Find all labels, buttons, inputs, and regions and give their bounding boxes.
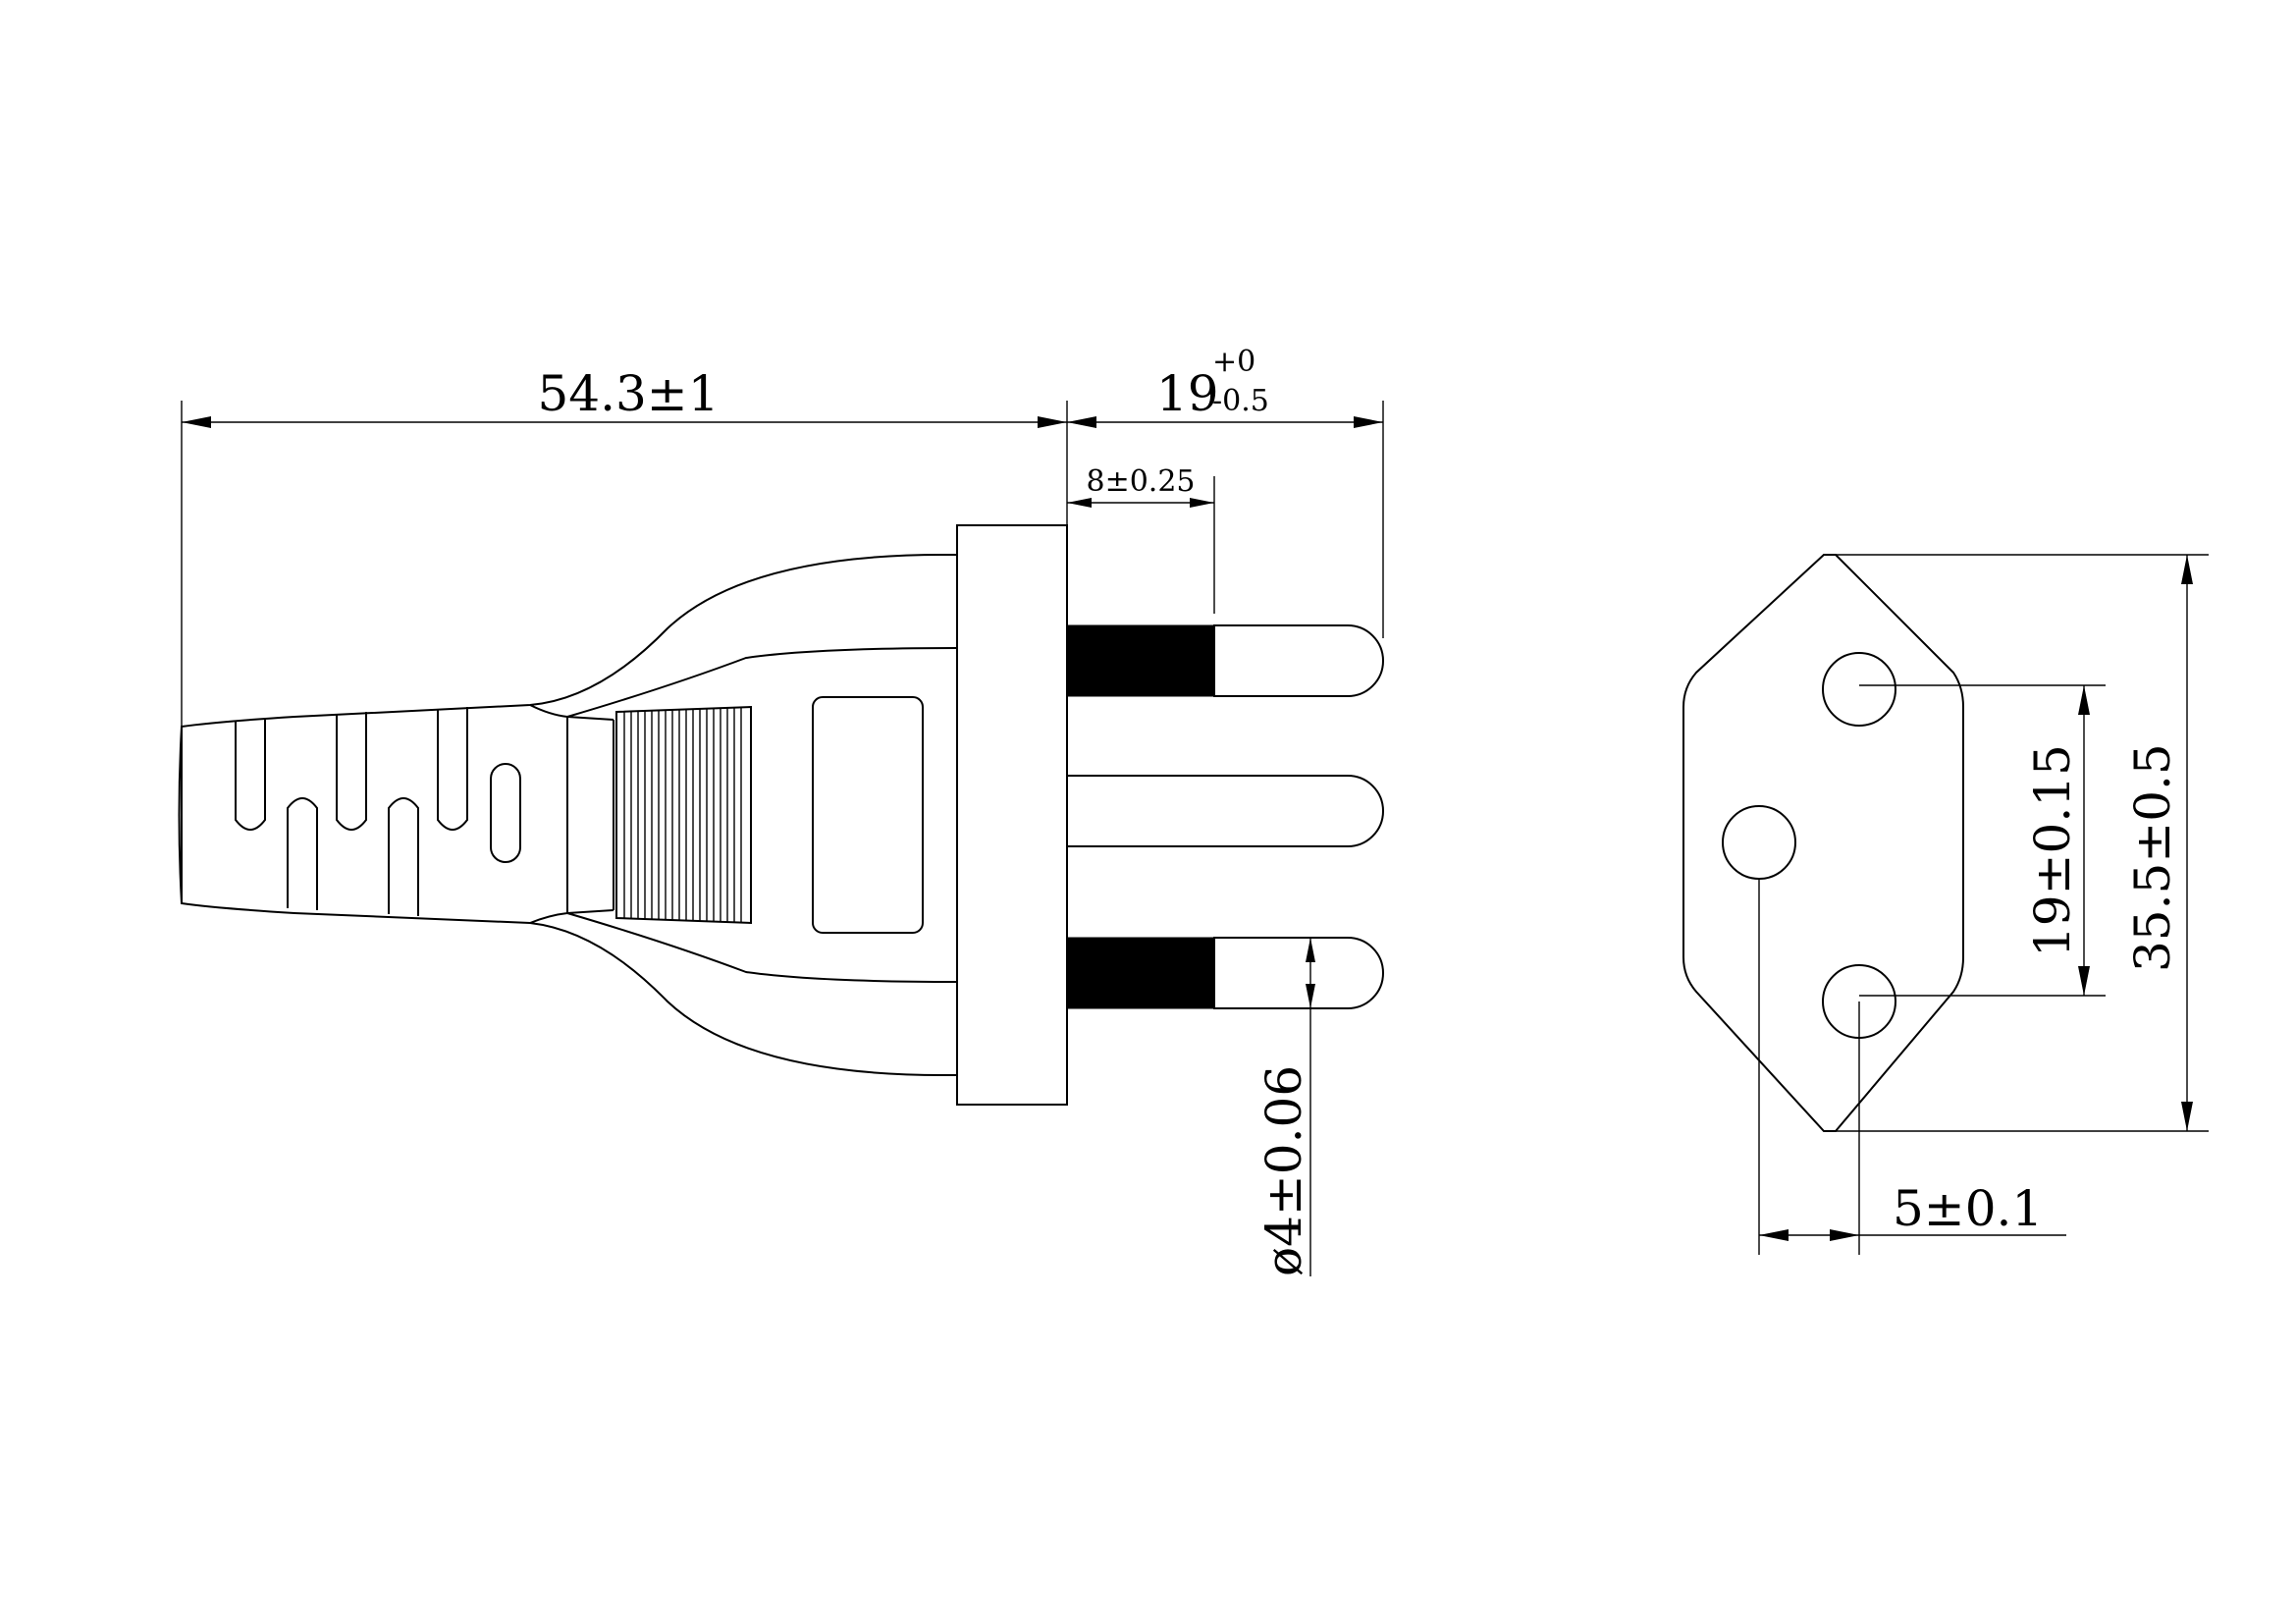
neck-band-cap — [566, 716, 614, 914]
label-center-offset: 5±0.1 — [1893, 1180, 2043, 1237]
front-view-dimensions: 35.5±0.5 19±0.15 5±0.1 — [1758, 554, 2209, 1255]
arrowhead — [2078, 685, 2090, 715]
arrowhead — [2078, 966, 2090, 996]
label-pin-length-tol-lower: -0.5 — [1212, 384, 1269, 418]
plug-flange — [956, 524, 1068, 1106]
grip-slot-5 — [437, 707, 468, 831]
arrowhead — [1190, 498, 1214, 508]
arrowhead — [1354, 416, 1383, 428]
label-pin-spacing: 19±0.15 — [2024, 744, 2081, 957]
pin-hole-left — [1722, 805, 1796, 880]
arrowhead — [1038, 416, 1067, 428]
arrowhead — [2181, 1102, 2193, 1131]
plug-body-inner-top — [566, 647, 958, 718]
grip-slot-3 — [336, 712, 367, 831]
arrowhead — [1306, 984, 1315, 1008]
pin-top-insulation — [1066, 624, 1215, 697]
label-face-height: 35.5±0.5 — [2124, 743, 2181, 972]
pin-hole-top — [1822, 652, 1896, 727]
arrowhead — [2181, 555, 2193, 584]
pin-bottom-tip — [1213, 937, 1384, 1009]
plug-front-view — [1682, 554, 1964, 1132]
label-pin-diameter: ø4±0.06 — [1255, 1065, 1312, 1276]
pin-top-tip — [1213, 624, 1384, 697]
arrowhead — [1067, 416, 1096, 428]
cord-strain-relief-end — [178, 726, 183, 904]
arrowhead — [1067, 498, 1092, 508]
label-recess — [812, 696, 924, 934]
pin-middle — [1066, 775, 1384, 847]
plug-body-outline — [180, 554, 958, 1076]
arrowhead — [1830, 1229, 1859, 1241]
grip-slot-4 — [388, 797, 419, 916]
grip-slot-1 — [235, 720, 266, 831]
grip-slot-oval — [490, 763, 521, 863]
arrowhead — [182, 416, 211, 428]
ribbed-grip-outline — [615, 705, 752, 925]
plug-side-view — [178, 524, 1384, 1106]
grip-slot-2 — [287, 797, 318, 910]
neck-band — [529, 704, 568, 924]
label-insulation-length: 8±0.25 — [1086, 464, 1195, 499]
pin-bottom-insulation — [1066, 937, 1215, 1009]
label-pin-length: 19 — [1156, 365, 1219, 422]
ribbed-grip-area — [615, 705, 752, 925]
plug-body-inner-bottom — [566, 912, 958, 983]
arrowhead — [1306, 938, 1315, 962]
label-overall-length: 54.3±1 — [537, 365, 719, 422]
label-pin-length-tol-upper: +0 — [1212, 345, 1255, 379]
arrowhead — [1759, 1229, 1789, 1241]
plug-face-outline — [1682, 554, 1964, 1132]
side-view-dimensions: 54.3±1 19 +0 -0.5 8±0.25 ø4±0.06 — [181, 345, 1384, 1276]
